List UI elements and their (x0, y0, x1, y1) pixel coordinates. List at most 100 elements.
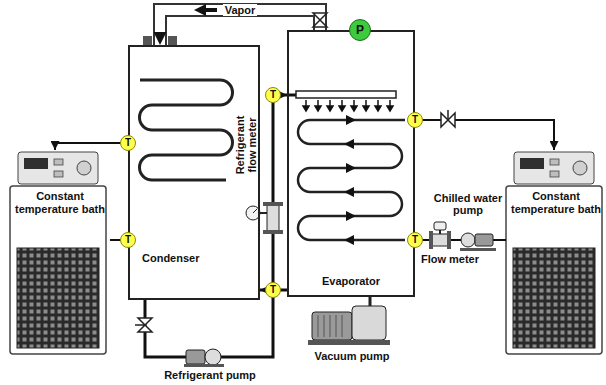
sensor-circle: T (265, 87, 281, 103)
pump-casing (205, 349, 221, 365)
spray-head (363, 106, 369, 111)
pump-base (184, 364, 224, 367)
component-label: Vacuum pump (307, 350, 397, 362)
pipe-flange (143, 36, 177, 45)
label-anchor: Refrigerant flow meter (234, 105, 258, 185)
valve-half (138, 325, 152, 332)
bath-controller (18, 152, 98, 184)
fin (336, 315, 337, 337)
bath-drawing (10, 152, 106, 354)
refrigerant-flow-meter-icon (246, 202, 283, 234)
controller-button (550, 171, 559, 177)
spray-head (339, 106, 345, 111)
gauge-dial (246, 206, 260, 220)
controller-knob (77, 161, 91, 175)
spray-head (387, 106, 393, 111)
node-text: T (125, 235, 131, 245)
refrigerant-valve (135, 318, 152, 332)
valve-stem (447, 110, 449, 120)
pipe-stroke (415, 120, 554, 150)
evaporator-coil (298, 120, 405, 240)
refrigerant-pump-icon (184, 349, 224, 367)
pump-motor (186, 350, 205, 364)
sensor-circle: T (407, 232, 423, 248)
flange-part (143, 36, 152, 45)
water-valve (441, 110, 455, 127)
chilled-water-pump-icon (460, 233, 496, 251)
pipe-stroke (55, 143, 128, 150)
node-text: T (412, 115, 418, 125)
node-text: T (270, 90, 276, 100)
spray-head (351, 106, 357, 111)
sensor-circle: T (120, 135, 136, 151)
fin (324, 315, 325, 337)
controller-button (550, 159, 559, 165)
valve-half (448, 113, 455, 127)
motor-fins (318, 315, 342, 337)
pump-base (460, 248, 496, 251)
component-label: Chilled water pump (433, 192, 503, 216)
edge-label: Vapor (223, 4, 258, 16)
bath-controller (514, 152, 594, 184)
bath-body (506, 186, 602, 354)
vapor-valve (313, 13, 327, 27)
pump-casing (461, 233, 475, 247)
sensor-circle: T (407, 112, 423, 128)
arrow-shaft (206, 8, 217, 12)
flow-arrow (346, 211, 356, 221)
flow-arrow (344, 187, 354, 197)
meter-body (267, 205, 279, 231)
controller-display (24, 158, 48, 169)
meter-body (432, 234, 448, 246)
bath-drawing (506, 152, 602, 354)
flow-arrow (346, 115, 356, 125)
valve-half (313, 20, 327, 27)
vacuum-line (369, 297, 372, 306)
label-anchor: Chilled water pump (433, 192, 503, 216)
pipe-line (55, 143, 128, 150)
component-label: Flow meter (410, 253, 490, 265)
flange-part (168, 36, 177, 45)
bath-box: Constant temperature bath (10, 150, 110, 355)
vacuum-pump-icon (308, 297, 390, 345)
node-text: T (270, 285, 276, 295)
pressure-circle: P (349, 19, 371, 41)
component-label: Refrigerant pump (155, 369, 265, 381)
pipe-stroke (145, 95, 287, 357)
spray-head (303, 106, 309, 111)
evaporator-box: Evaporator (287, 30, 415, 297)
pipe-line (415, 120, 554, 150)
pipe-line (145, 95, 287, 357)
flow-arrow (344, 139, 354, 149)
controller-display (520, 158, 544, 169)
node-text: Constant temperature bath (510, 190, 602, 216)
fin (318, 315, 319, 337)
spray-head (375, 106, 381, 111)
vacuum-base (308, 340, 390, 345)
coil-flow-arrows (344, 115, 356, 245)
node-text: Constant temperature bath (14, 190, 106, 216)
node-text: T (125, 138, 131, 148)
vapor-flow-arrow (194, 4, 217, 16)
node-text: Evaporator (293, 275, 409, 288)
label-anchor: Refrigerant pump (155, 369, 265, 381)
condenser-coil (140, 80, 233, 180)
node-text: T (412, 235, 418, 245)
fin (330, 315, 331, 337)
arrow-head (194, 4, 206, 16)
controller-knob (573, 161, 587, 175)
bath-grille (17, 248, 99, 348)
bath-grille (513, 248, 595, 348)
component-label: Refrigerant flow meter (234, 105, 258, 185)
bath-body (10, 186, 106, 354)
gauge-needle (253, 209, 257, 213)
node-text: P (356, 24, 364, 36)
spray-bar (296, 91, 396, 98)
sensor-circle: T (265, 282, 281, 298)
controller-button (54, 171, 63, 177)
